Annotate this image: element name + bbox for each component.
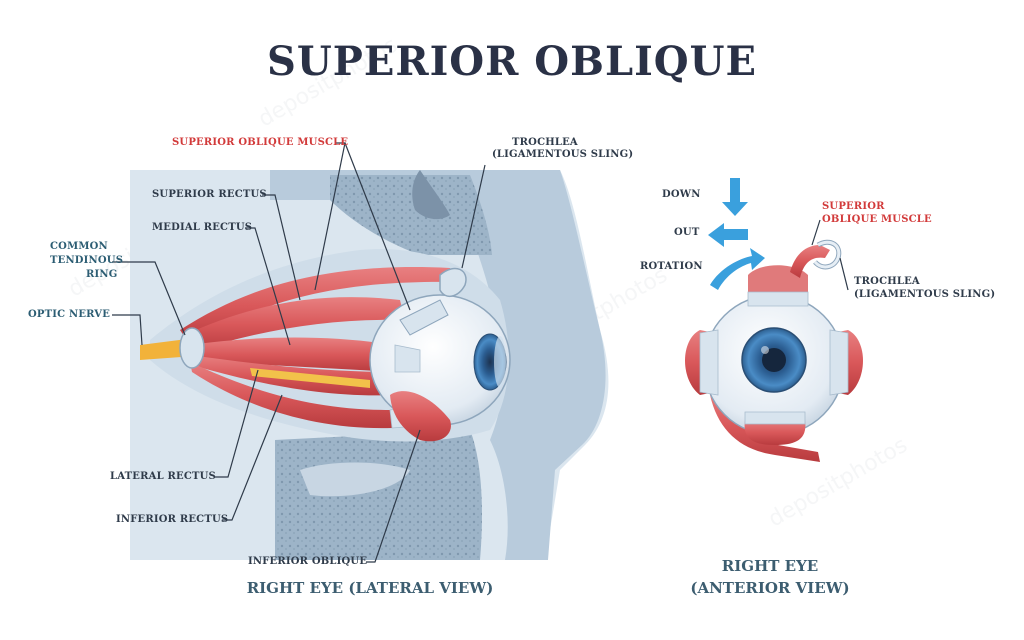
label-anterior-trochlea: TROCHLEA [854, 276, 920, 287]
common-tendinous-ring [179, 327, 205, 369]
lateral-eyeball [369, 267, 511, 442]
label-superior-rectus: SUPERIOR RECTUS [152, 189, 267, 200]
label-optic-nerve: OPTIC NERVE [28, 309, 111, 320]
superior-oblique-muscle [180, 267, 455, 345]
superior-rectus [185, 297, 405, 352]
label-superior-oblique-2: OBLIQUE MUSCLE [822, 214, 932, 225]
out-arrow-icon [708, 223, 748, 247]
label-trochlea: TROCHLEA [512, 137, 578, 148]
inferior-oblique [390, 391, 451, 442]
caption-lateral-view: RIGHT EYE (LATERAL VIEW) [246, 579, 494, 597]
label-common-ring-3: RING [86, 269, 118, 280]
label-down: DOWN [662, 189, 701, 200]
label-inferior-oblique: INFERIOR OBLIQUE [248, 556, 368, 567]
label-superior-oblique-1: SUPERIOR [822, 201, 885, 212]
caption-anterior-view-1: RIGHT EYE [721, 557, 819, 575]
inferior-rectus [190, 362, 392, 429]
lateral-view-muscles [140, 267, 455, 429]
label-common-ring-1: COMMON [50, 241, 108, 252]
anterior-superior-oblique [790, 245, 830, 278]
anterior-view [685, 178, 863, 462]
label-out: OUT [674, 227, 700, 238]
anterior-leader-lines [811, 219, 849, 291]
label-superior-oblique-muscle: SUPERIOR OBLIQUE MUSCLE [172, 137, 349, 148]
label-trochlea-sling: (LIGAMENTOUS SLING) [492, 149, 634, 160]
label-anterior-trochlea-sling: (LIGAMENTOUS SLING) [854, 289, 996, 300]
label-rotation: ROTATION [640, 261, 703, 272]
lateral-leader-lines [112, 142, 486, 563]
medial-rectus [190, 337, 395, 372]
rotation-arrow-icon [710, 248, 765, 290]
down-arrow-icon [722, 178, 748, 216]
label-medial-rectus: MEDIAL RECTUS [152, 222, 253, 233]
trochlea [439, 267, 467, 297]
label-lateral-rectus: LATERAL RECTUS [110, 471, 216, 482]
label-common-ring-2: TENDINOUS [50, 255, 124, 266]
caption-anterior-view-2: (ANTERIOR VIEW) [690, 579, 850, 597]
label-inferior-rectus: INFERIOR RECTUS [116, 514, 229, 525]
page-title: SUPERIOR OBLIQUE [266, 38, 757, 85]
